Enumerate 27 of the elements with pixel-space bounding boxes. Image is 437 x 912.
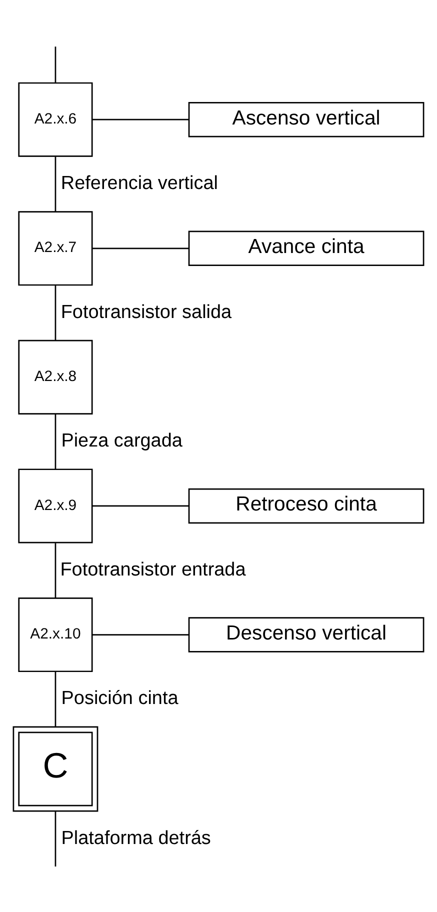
connector bbox=[54, 671, 56, 726]
edge-label: Plataforma detrás bbox=[61, 827, 211, 848]
node-box: A2.x.10 bbox=[18, 597, 93, 672]
edge-label: Fototransistor salida bbox=[60, 301, 232, 322]
connector bbox=[92, 118, 189, 120]
connector bbox=[54, 414, 56, 469]
node-box: A2.x.7 bbox=[18, 210, 93, 286]
connector bbox=[92, 634, 189, 635]
node-box: Retroceso cinta bbox=[188, 488, 424, 524]
connector bbox=[54, 810, 56, 866]
connector bbox=[92, 247, 189, 249]
node-box: C bbox=[12, 726, 98, 812]
connector bbox=[54, 542, 56, 598]
node-box: Descenso vertical bbox=[188, 616, 424, 652]
connector bbox=[92, 504, 189, 506]
connector bbox=[54, 156, 56, 212]
edge-label: Pieza cargada bbox=[61, 430, 182, 452]
node-box: Ascenso vertical bbox=[188, 101, 424, 137]
node-box: A2.x.6 bbox=[18, 82, 93, 156]
connector bbox=[54, 285, 56, 340]
connector bbox=[54, 46, 56, 82]
edge-label: Referencia vertical bbox=[60, 172, 218, 194]
edge-label: Fototransistor entrada bbox=[60, 558, 246, 580]
node-box: A2.x.9 bbox=[18, 468, 93, 543]
node-box: Avance cinta bbox=[188, 230, 424, 266]
edge-label: Posición cinta bbox=[61, 688, 178, 709]
node-box: A2.x.8 bbox=[18, 339, 93, 414]
